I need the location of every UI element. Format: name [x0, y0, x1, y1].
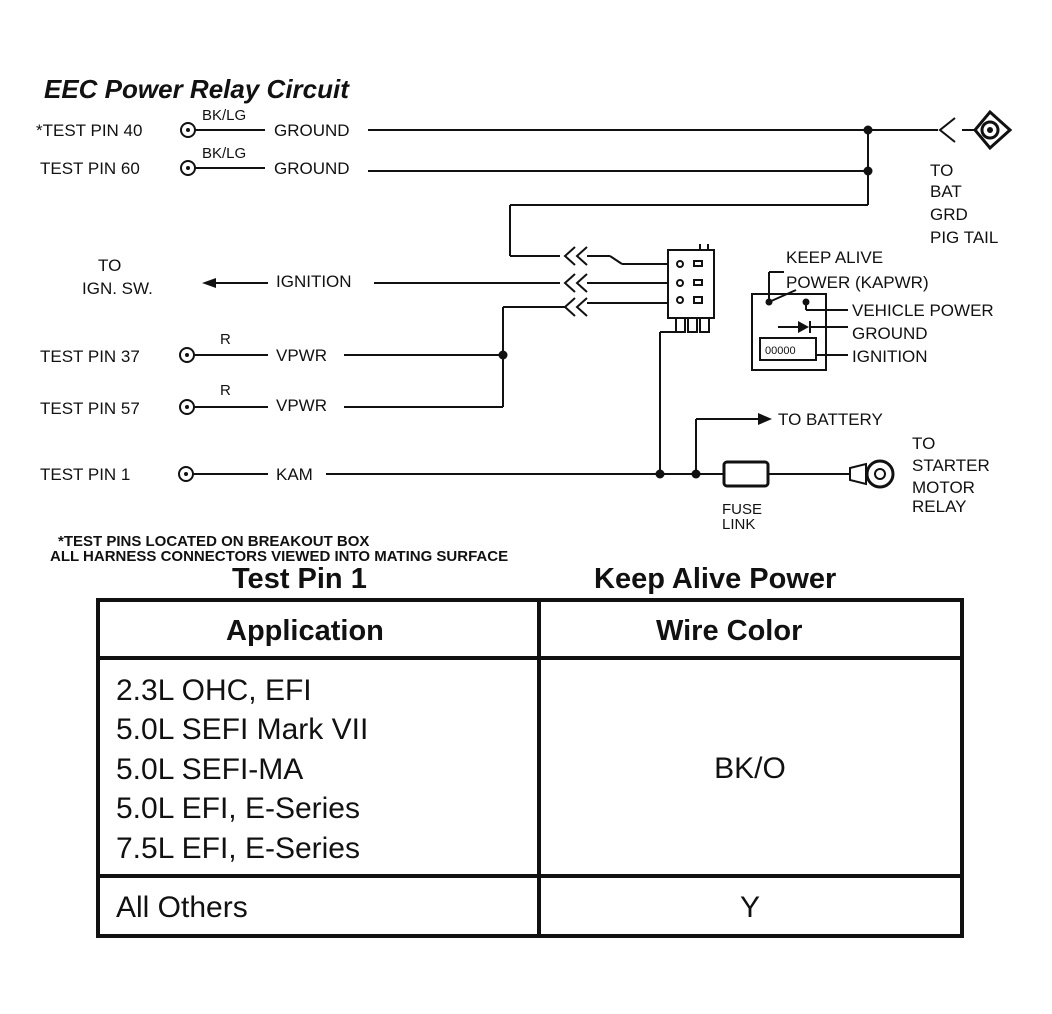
to-ign-sw-label-line1: TO [98, 256, 121, 275]
relay-coil-icon: 00000 [765, 345, 796, 357]
test-pin-40-label: *TEST PIN 40 [36, 121, 142, 140]
table-cell-application: 5.0L SEFI Mark VII [116, 713, 368, 746]
fuse-link-label-line1: FUSE [722, 501, 762, 518]
test-pin-1-label: TEST PIN 1 [40, 465, 130, 484]
test-pin-60-signal: GROUND [274, 159, 350, 178]
test-pin-1-signal: KAM [276, 465, 313, 484]
svg-text:TO: TO [912, 434, 935, 453]
svg-text:GRD: GRD [930, 205, 968, 224]
table-header-application: Application [226, 615, 384, 647]
arrow-left-icon [202, 278, 216, 288]
note-harness-connectors: ALL HARNESS CONNECTORS VIEWED INTO MATIN… [50, 548, 508, 565]
test-pin-57-signal: VPWR [276, 396, 327, 415]
diagram-title: EEC Power Relay Circuit [44, 74, 350, 104]
relay-ground-label: GROUND [852, 324, 928, 343]
vehicle-power-label: VEHICLE POWER [852, 301, 994, 320]
table-cell-wire-color: BK/O [714, 752, 786, 785]
svg-text:PIG TAIL: PIG TAIL [930, 228, 998, 247]
starter-label: TO STARTER MOTOR RELAY [912, 434, 990, 516]
svg-text:BAT: BAT [930, 182, 962, 201]
bat-grd-pigtail-icon [938, 109, 1013, 151]
relay-ignition-label: IGNITION [852, 347, 928, 366]
table-cell-application: All Others [116, 891, 248, 924]
fuse-link-icon [722, 460, 770, 488]
test-pin-60-label: TEST PIN 60 [40, 159, 140, 178]
row-test-pin-40: *TEST PIN 40 BK/LG GROUND [36, 107, 938, 140]
harness-connector-chevrons-icon [563, 246, 668, 317]
table-cell-application: 5.0L SEFI-MA [116, 753, 303, 786]
to-battery-label: TO BATTERY [778, 410, 883, 429]
table-cell-wire-color: Y [740, 891, 760, 924]
power-relay-connector-icon [667, 244, 715, 333]
test-pin-37-signal: VPWR [276, 346, 327, 365]
fuse-link: FUSE LINK [722, 460, 850, 533]
table-cell-application: 7.5L EFI, E-Series [116, 832, 360, 865]
kapwr-drop [655, 331, 676, 479]
table-cell-application: 2.3L OHC, EFI [116, 674, 312, 707]
row-ignition: TO IGN. SW. IGNITION [82, 256, 560, 298]
test-pin-40-signal: GROUND [274, 121, 350, 140]
ground-junction [509, 125, 873, 257]
keep-alive-label-line1: KEEP ALIVE [786, 248, 883, 267]
bat-grd-label: TO BAT GRD PIG TAIL [930, 161, 998, 247]
test-pin-57-wire-color: R [220, 382, 231, 399]
vpwr-bus [498, 306, 565, 407]
relay-legend-box: 00000 KEEP ALIVE POWER (KAPWR) VEHICLE P… [751, 248, 994, 371]
ignition-signal: IGNITION [276, 272, 352, 291]
test-pin-37-label: TEST PIN 37 [40, 347, 140, 366]
table-cell-application: 5.0L EFI, E-Series [116, 792, 360, 825]
to-ign-sw-label-line2: IGN. SW. [82, 279, 153, 298]
row-test-pin-1: TEST PIN 1 KAM [40, 465, 724, 484]
fuse-link-label-line2: LINK [722, 516, 755, 533]
svg-text:RELAY: RELAY [912, 497, 967, 516]
row-test-pin-57: TEST PIN 57 R VPWR [40, 382, 503, 418]
svg-text:TO: TO [930, 161, 953, 180]
test-pin-40-wire-color: BK/LG [202, 107, 246, 124]
test-pin-60-wire-color: BK/LG [202, 145, 246, 162]
note-test-pins: *TEST PINS LOCATED ON BREAKOUT BOX [58, 533, 369, 550]
wire-color-table: Application Wire Color 2.3L OHC, EFI 5.0… [96, 598, 964, 938]
relay-switch-icon [768, 289, 797, 303]
svg-text:STARTER: STARTER [912, 456, 990, 475]
row-test-pin-37: TEST PIN 37 R VPWR [40, 331, 503, 366]
table-caption-right: Keep Alive Power [594, 563, 836, 595]
row-test-pin-60: TEST PIN 60 BK/LG GROUND [40, 145, 868, 178]
table-header-wire-color: Wire Color [656, 615, 802, 647]
test-pin-37-wire-color: R [220, 331, 231, 348]
arrow-right-icon [758, 413, 772, 425]
table-caption-left: Test Pin 1 [232, 563, 367, 595]
svg-text:MOTOR: MOTOR [912, 478, 975, 497]
diode-icon [798, 321, 809, 333]
starter-ring-terminal-icon [849, 459, 895, 489]
keep-alive-label-line2: POWER (KAPWR) [786, 273, 929, 292]
to-battery-branch: TO BATTERY [691, 410, 883, 479]
test-pin-57-label: TEST PIN 57 [40, 399, 140, 418]
